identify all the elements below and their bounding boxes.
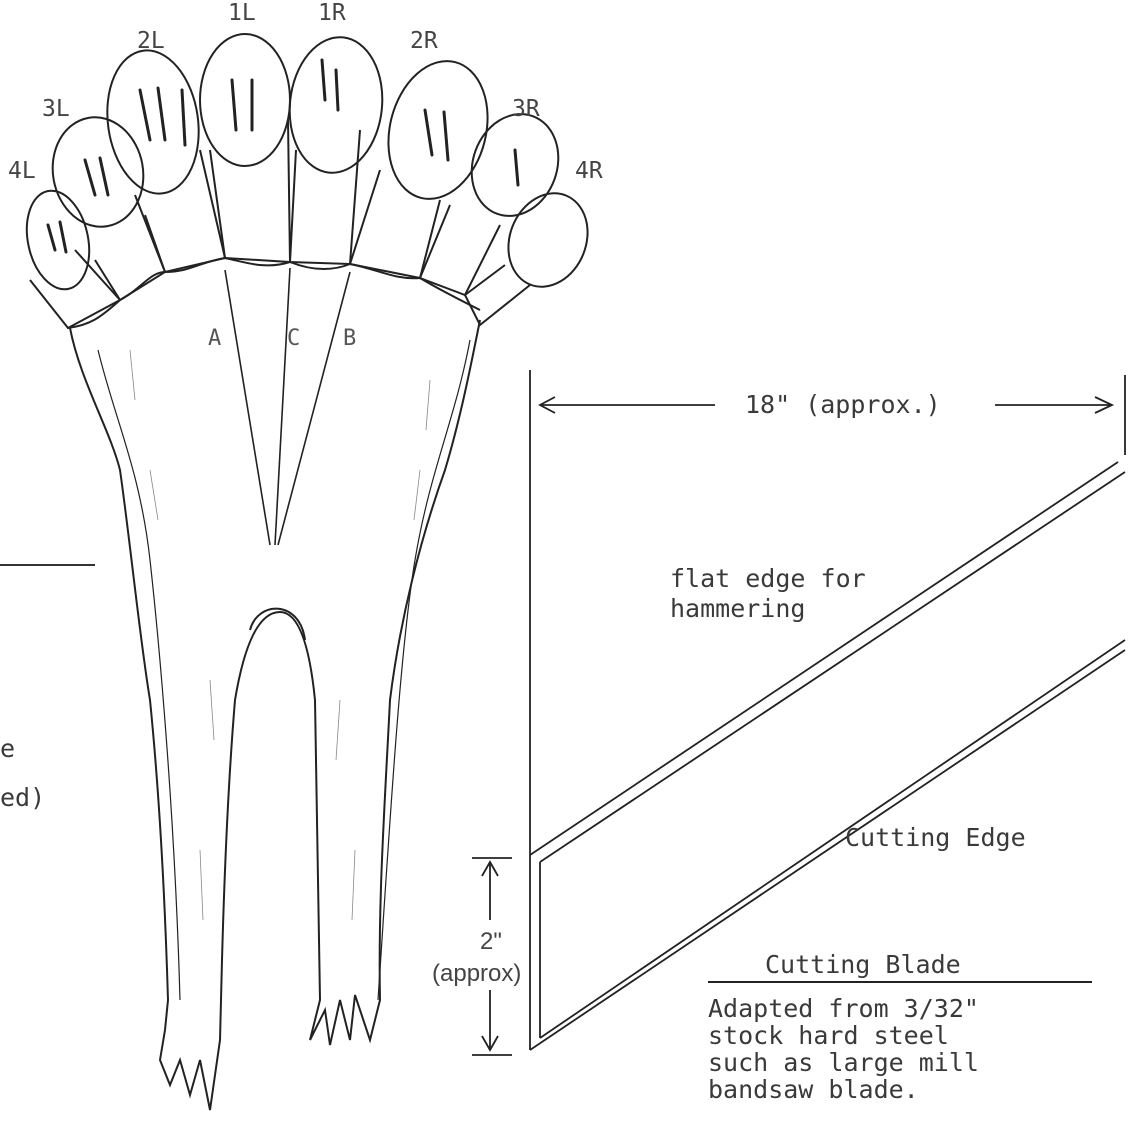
blade-title: Cutting Blade [765, 952, 961, 977]
ray-head-4l [18, 185, 97, 295]
length-dimension [530, 370, 1125, 855]
ray-label-2l: 2L [137, 30, 165, 53]
cut-line-b [278, 272, 350, 545]
blade-description-line-1: Adapted from 3/32" [708, 996, 979, 1022]
blade-description-line-3: such as large mill [708, 1050, 979, 1076]
cut-line-c [275, 268, 290, 545]
ray-head-3l [44, 110, 152, 234]
cutting-edge-label: Cutting Edge [845, 825, 1026, 850]
fin-cut-lines [225, 268, 350, 545]
ray-label-1l: 1L [228, 2, 256, 25]
height-dimension [472, 858, 512, 1055]
blade-cutting-edge [530, 650, 1125, 1050]
ray-head-2r [374, 50, 501, 209]
ray-head-1r [283, 33, 389, 178]
ray-label-2r: 2R [410, 30, 438, 53]
blade-top-edge-inner [540, 472, 1125, 862]
fin-inner-contour-left [98, 350, 180, 1000]
flat-edge-label-line-1: flat edge for [670, 566, 866, 591]
fin-inner-contour-right [378, 340, 470, 1000]
cut-line-a [225, 270, 270, 545]
height-label-line-1: 2" [480, 930, 502, 954]
ray-stalk-3r [420, 205, 500, 295]
cut-line-label-b: B [343, 328, 356, 350]
length-label: 18" (approx.) [745, 392, 941, 417]
blade-left-end [530, 855, 540, 1050]
height-label-line-2: (approx) [432, 962, 521, 986]
blade-description-line-2: stock hard steel [708, 1023, 949, 1049]
ray-label-1r: 1R [318, 2, 346, 25]
ray-stalk-4l [30, 260, 120, 328]
ray-head-1l [200, 34, 290, 166]
ray-head-4r [495, 181, 601, 298]
cut-line-label-c: C [287, 328, 300, 350]
fin-texture [130, 350, 430, 920]
fin-body-outline [70, 320, 480, 1110]
ray-stalk-1r [290, 130, 360, 264]
cut-line-label-a: A [208, 328, 221, 350]
ray-stalk-2l [135, 150, 225, 272]
ray-label-4r: 4R [575, 160, 603, 183]
partial-text-line-2: ed) [0, 785, 45, 810]
ray-label-3r: 3R [512, 98, 540, 121]
ray-stalk-1l [210, 120, 290, 262]
flat-edge-label-line-2: hammering [670, 596, 805, 621]
ray-label-3l: 3L [42, 98, 70, 121]
blade-description-line-4: bandsaw blade. [708, 1077, 919, 1103]
ray-label-4l: 4L [8, 160, 36, 183]
partial-text-line-1: e [0, 736, 15, 761]
fin-illustration [68, 258, 480, 1110]
blade-top-edge [530, 462, 1118, 855]
